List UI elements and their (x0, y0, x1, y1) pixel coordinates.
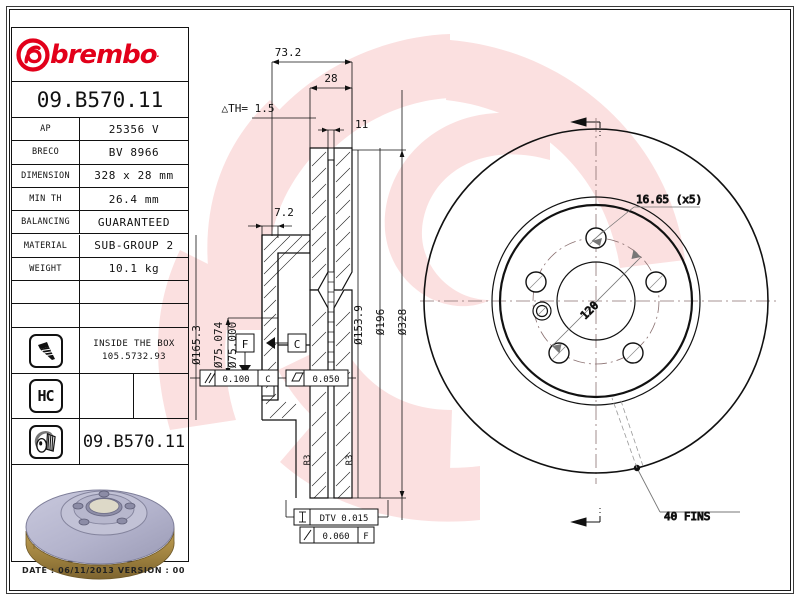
part-number-value: 09.B570.11 (36, 87, 164, 112)
hc-badge-icon: HC (12, 374, 80, 418)
spec-value (80, 281, 188, 303)
hc-empty-cell-2 (134, 374, 188, 418)
part-number-header: 09.B570.11 (12, 82, 188, 118)
spec-row-breco: BRECO BV 8966 (12, 141, 188, 165)
spec-row-dimension: DIMENSION 328 x 28 mm (12, 164, 188, 188)
spec-label: MATERIAL (12, 234, 80, 257)
brembo-mark-icon (16, 37, 50, 72)
spec-row-weight: WEIGHT 10.1 kg (12, 257, 188, 282)
spec-value: 10.1 kg (108, 262, 160, 276)
spec-value: BV 8966 (108, 145, 160, 159)
hc-row: HC (12, 374, 188, 419)
spec-value: 26.4 mm (108, 192, 160, 206)
hc-label: HC (37, 387, 54, 405)
spec-row-material: MATERIAL SUB-GROUP 2 (12, 234, 188, 258)
brake-disc-render-image (25, 489, 175, 580)
spec-label (12, 281, 80, 304)
inside-the-box-text: INSIDE THE BOX 105.5732.93 (80, 328, 188, 373)
spec-row-balancing: BALANCING GUARANTEED (12, 211, 188, 235)
spec-label: DIMENSION (12, 164, 80, 187)
spec-label: BALANCING (12, 211, 80, 234)
spec-value: GUARANTEED (97, 215, 171, 229)
brembo-logo: brembo . (12, 28, 188, 82)
screw-icon (12, 328, 80, 373)
spec-label: BRECO (12, 141, 80, 164)
spec-value: SUB-GROUP 2 (94, 239, 174, 253)
disc-part-number: 09.B570.11 (82, 431, 186, 452)
spec-row-ap: AP 25356 V (12, 118, 188, 142)
inside-the-box-line2: 105.5732.93 (101, 351, 166, 362)
brembo-wordmark: brembo (50, 39, 158, 70)
disc-part-row: 09.B570.11 (12, 419, 188, 465)
spec-row-blank-7 (12, 281, 188, 305)
brembo-registered-mark: . (156, 49, 160, 59)
footer-date: DATE : 06/11/2013 VERSION : 00 (22, 566, 186, 575)
specification-table: brembo . 09.B570.11 AP 25356 V BRECO BV 896… (11, 27, 189, 580)
hc-empty-cell-1 (80, 374, 134, 418)
spec-label: AP (12, 118, 80, 141)
brake-disc-icon (12, 419, 80, 464)
spec-label (12, 304, 80, 327)
spec-label: WEIGHT (12, 257, 80, 281)
spec-value: 328 x 28 mm (94, 169, 174, 183)
inside-the-box-row: INSIDE THE BOX 105.5732.93 (12, 328, 188, 374)
inside-the-box-line1: INSIDE THE BOX (93, 339, 175, 350)
spec-label: MIN TH (12, 187, 80, 211)
brake-disc-glyph-icon (34, 431, 56, 453)
spec-row-min-th: MIN TH 26.4 mm (12, 187, 188, 212)
spec-value (80, 304, 188, 326)
sheet-frame-inner (9, 9, 791, 591)
spec-row-blank-8 (12, 304, 188, 328)
product-photo (12, 465, 188, 587)
sheet-frame-outer (6, 6, 794, 594)
screw-glyph-icon (37, 341, 55, 360)
spec-value: 25356 V (108, 122, 160, 136)
